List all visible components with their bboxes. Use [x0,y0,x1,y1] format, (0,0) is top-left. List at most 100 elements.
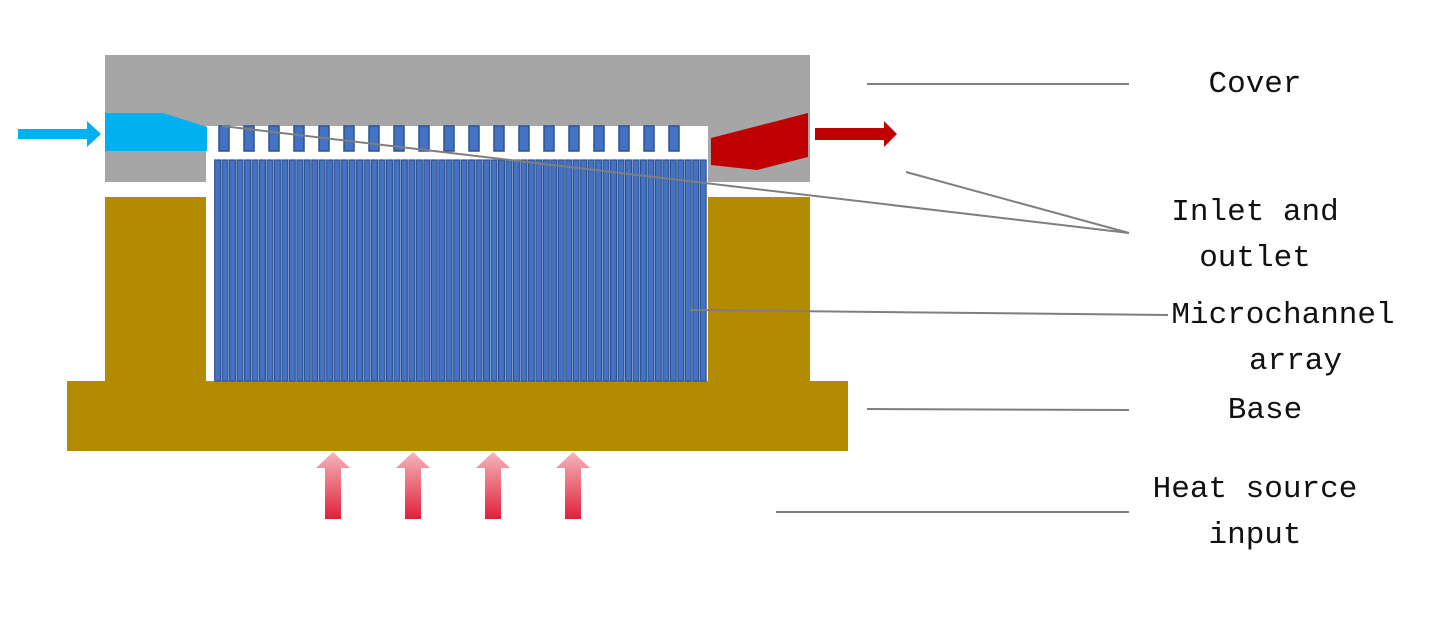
microchannel [453,159,461,382]
microchannel [535,159,543,382]
microchannel [266,159,274,382]
microchannel [221,159,229,382]
microchannel [363,159,371,382]
microchannel [385,159,393,382]
microchannel [400,159,408,382]
microchannel [378,159,386,382]
top-fin [243,125,255,152]
microchannel [699,159,707,382]
heat-arrow-icon [556,452,590,519]
top-fin [468,125,480,152]
top-fin [393,125,405,152]
label-heat-line2: input [1208,518,1302,553]
microchannel [296,159,304,382]
microchannel [311,159,319,382]
microchannel [393,159,401,382]
microchannel [490,159,498,382]
heat-arrow-icon [316,452,350,519]
microchannel [677,159,685,382]
microchannel [229,159,237,382]
microchannel [692,159,700,382]
top-fin [593,125,605,152]
microchannel [580,159,588,382]
microchannel [639,159,647,382]
microchannel [542,159,550,382]
microchannel [273,159,281,382]
label-heat-line1: Heat source [1152,472,1358,507]
top-fin [568,125,580,152]
top-fin [218,125,230,152]
microchannel [550,159,558,382]
heat-arrow-icon [476,452,510,519]
microchannel [654,159,662,382]
top-fin [343,125,355,152]
microchannel [370,159,379,382]
microchannel [356,159,364,382]
label-microchannel-line2: array [1248,344,1342,379]
microchannel [497,159,506,382]
microchannel [557,159,565,382]
outlet-channel [711,113,808,170]
microchannel [624,159,633,382]
inflow-arrow-icon [18,121,101,147]
heat-arrows [316,452,590,519]
top-fin [418,125,430,152]
microchannel [617,159,625,382]
top-fin [268,125,280,152]
label-heat-source: Heat source input [1145,467,1365,559]
microchannel [505,159,513,382]
leader-microchannel [689,309,1169,316]
microchannel [602,159,610,382]
top-fin [493,125,505,152]
top-fin [668,125,680,152]
microchannel [468,159,476,382]
top-fin [618,125,630,152]
microchannel [430,159,438,382]
heat-arrow-icon [396,452,430,519]
microchannel [565,159,573,382]
outflow-arrow-icon [815,121,897,147]
microchannel [243,159,252,382]
microchannel [214,159,222,382]
microchannel [587,159,595,382]
microchannel [572,159,580,382]
microchannel [251,159,259,382]
leader-inlet [221,125,1130,234]
label-microchannel: Microchannel array [1168,293,1398,385]
top-fin [293,125,305,152]
base [67,197,848,451]
leader-outlet [905,171,1130,234]
microchannel [236,159,244,382]
microchannel [475,159,483,382]
label-inlet-outlet-line2: outlet [1199,241,1311,276]
cover [105,55,810,182]
microchannel [647,159,655,382]
microchannel [595,159,603,382]
microchannel [408,159,416,382]
microchannel [348,159,356,382]
microchannel [318,159,326,382]
leader-base [866,408,1130,411]
top-fin [443,125,455,152]
label-inlet-outlet: Inlet and outlet [1150,190,1360,282]
top-fin [643,125,655,152]
microchannel [415,159,423,382]
microchannel [460,159,468,382]
microchannel-array [214,159,707,382]
microchannel [609,159,618,382]
microchannel [438,159,446,382]
microchannel [445,159,453,382]
microchannel [258,159,266,382]
top-fin [543,125,555,152]
microchannel [333,159,341,382]
microchannel [303,159,311,382]
label-microchannel-line1: Microchannel [1171,298,1395,333]
microchannel [527,159,535,382]
microchannel [520,159,528,382]
microchannel [632,159,640,382]
label-base: Base [1227,393,1303,428]
microchannel [483,159,491,382]
label-inlet-outlet-line1: Inlet and [1171,195,1339,230]
